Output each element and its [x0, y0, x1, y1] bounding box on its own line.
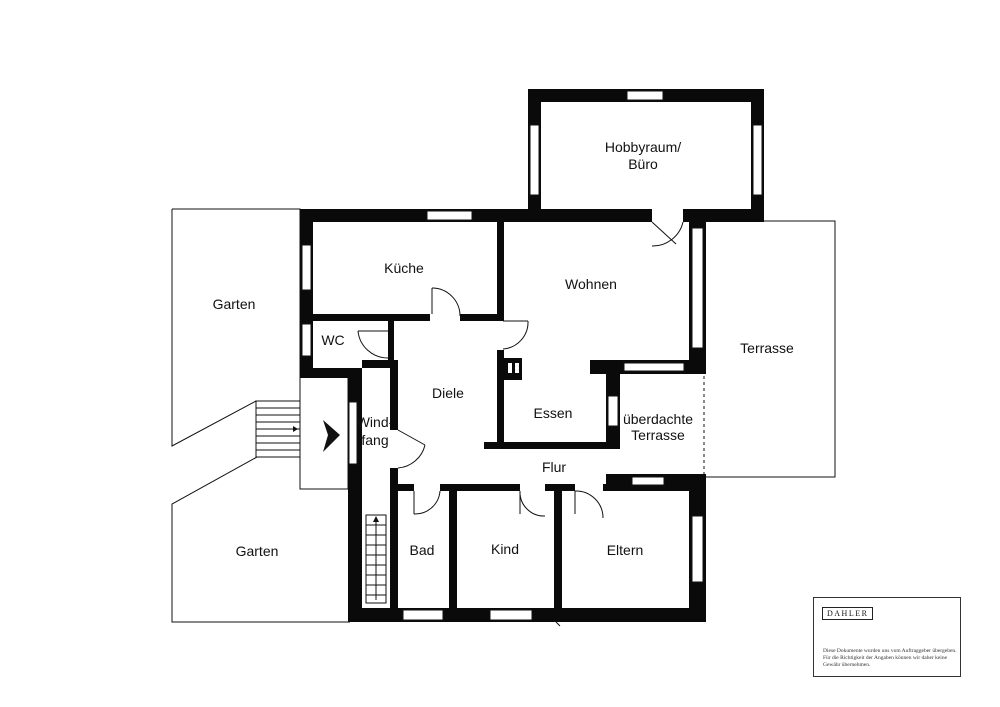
windows — [301, 90, 763, 621]
room-label-essen: Essen — [534, 405, 573, 421]
interior-stairs — [365, 514, 387, 604]
room-label-kind: Kind — [491, 541, 519, 557]
room-label-bad: Bad — [410, 542, 435, 558]
entrance-stairs — [255, 400, 301, 458]
room-label-windfang-line2: fang — [361, 432, 388, 448]
room-label-hobbyraum-line2: Büro — [628, 156, 658, 172]
entrance-arrow-icon — [323, 420, 340, 452]
room-label-wc: WC — [321, 332, 344, 348]
room-label-hobbyraum-line1: Hobbyraum/ — [605, 139, 681, 155]
doors — [357, 221, 684, 627]
room-label-flur: Flur — [542, 459, 566, 475]
room-label-eltern: Eltern — [607, 542, 644, 558]
room-label-terrasse: Terrasse — [740, 340, 794, 356]
room-label-diele: Diele — [432, 385, 464, 401]
garden-bottom-outline — [171, 456, 350, 623]
disclaimer-text: Diese Dokumente wurden uns vom Auftragge… — [823, 648, 957, 668]
room-label-ueberdachte-terrasse-line2: Terrasse — [631, 427, 685, 443]
room-label-ueberdachte-terrasse-line1: überdachte — [623, 411, 693, 427]
room-label-garten-bottom: Garten — [236, 543, 279, 559]
room-label-garten-top: Garten — [213, 296, 256, 312]
room-label-kueche: Küche — [384, 260, 424, 276]
disclaimer-box: DAHLER Diese Dokumente wurden uns vom Au… — [813, 597, 961, 677]
entrance-porch — [299, 376, 349, 490]
brand-logo: DAHLER — [822, 607, 874, 620]
garden-top-outline — [171, 208, 301, 447]
room-label-wohnen: Wohnen — [565, 276, 617, 292]
room-label-windfang-line1: Wind- — [357, 414, 394, 430]
terrasse-outline — [703, 220, 836, 478]
